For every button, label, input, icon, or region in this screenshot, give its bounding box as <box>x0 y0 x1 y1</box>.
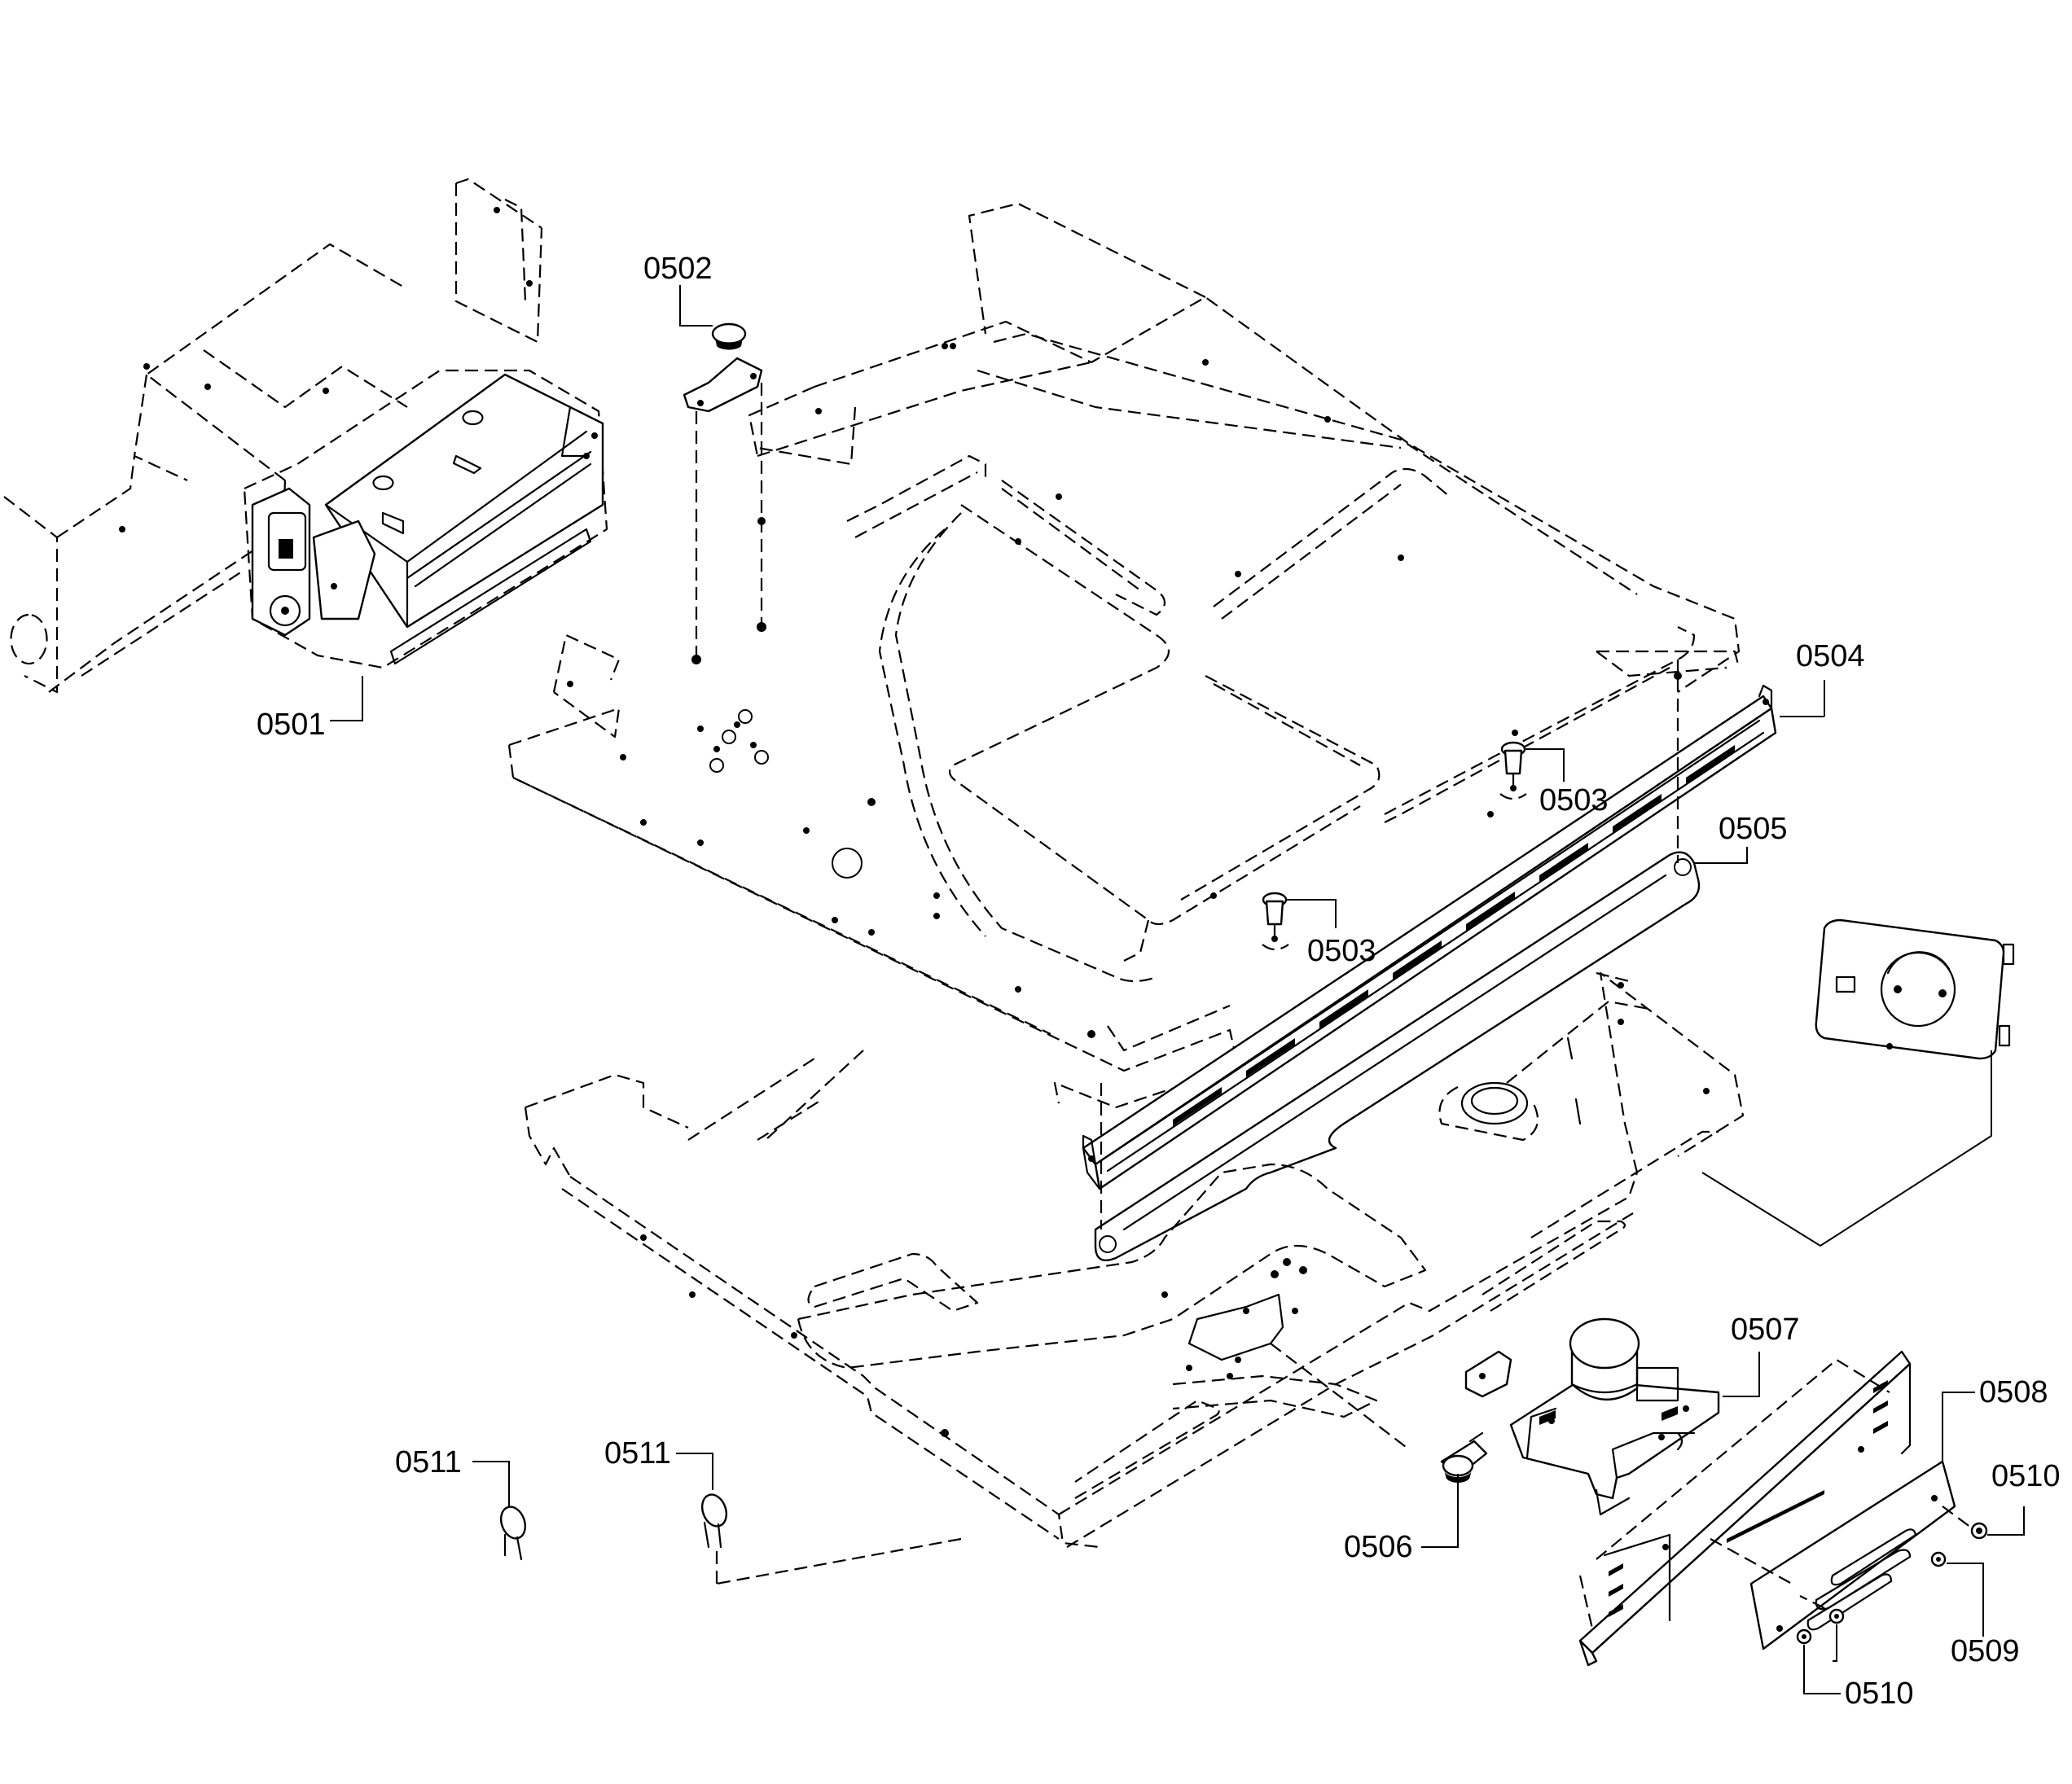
top-plate <box>757 202 1206 466</box>
base-plate <box>524 971 1745 1585</box>
label-0506: 0506 <box>1344 1530 1413 1564</box>
label-0505: 0505 <box>1719 812 1788 846</box>
screw-0510-bottom <box>1796 1628 1841 1694</box>
thermostat-0506 <box>1421 1431 1488 1548</box>
side-cover-plate <box>1701 918 2015 1247</box>
label-0510-lower: 0510 <box>1845 1677 1914 1711</box>
fastener-0503-lower <box>1262 892 1289 951</box>
leader-lines <box>330 285 1748 928</box>
screw-0510-lower <box>1799 1595 1845 1662</box>
label-0510-upper: 0510 <box>1991 1459 2061 1493</box>
thermostat-0502 <box>683 322 766 664</box>
screw-0509 <box>1930 1551 1984 1637</box>
motor-bracket-0507 <box>1464 1317 1760 1516</box>
fastener-0503-upper <box>1499 741 1527 800</box>
screw-0510-upper <box>1942 1506 2025 1540</box>
label-0502: 0502 <box>643 252 713 286</box>
clip-0511-left <box>472 1461 527 1561</box>
label-0511-left: 0511 <box>395 1445 462 1479</box>
back-frame-wall <box>3 178 543 694</box>
label-0508: 0508 <box>1979 1375 2048 1409</box>
label-0501: 0501 <box>257 708 326 742</box>
fan-motor-assembly-0501 <box>243 369 608 669</box>
control-bracket-0508 <box>1578 1350 1975 1667</box>
label-0509: 0509 <box>1951 1634 2020 1668</box>
part-number-labels: 0501 0502 0503 0503 0504 0505 0506 0507 … <box>257 252 2061 1711</box>
clip-0511-right <box>676 1453 728 1584</box>
front-trim-strip-0505 <box>1094 660 1701 1262</box>
front-rail-0504 <box>1082 680 1825 1190</box>
label-0511-right: 0511 <box>604 1436 671 1471</box>
label-0504: 0504 <box>1796 639 1865 673</box>
label-0507: 0507 <box>1731 1313 1800 1347</box>
label-0503-upper: 0503 <box>1539 783 1609 817</box>
label-0503-lower: 0503 <box>1307 934 1376 968</box>
